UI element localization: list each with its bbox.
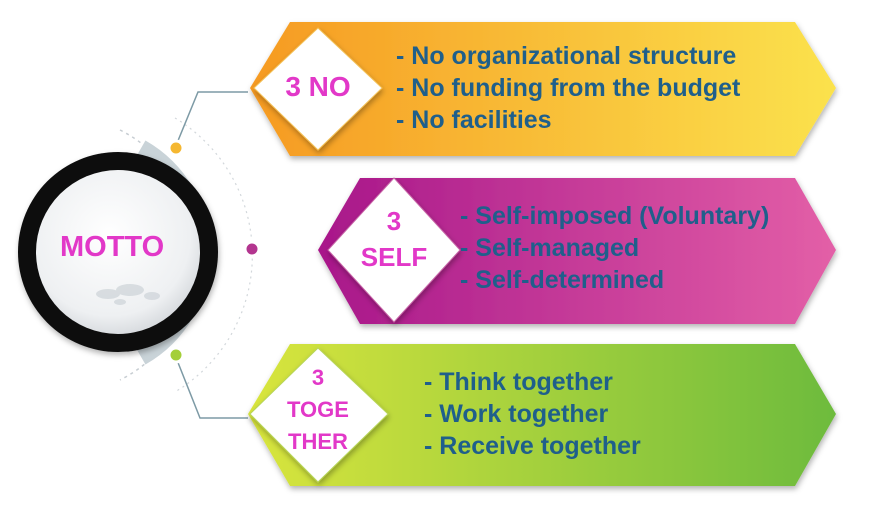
list-item: - No facilities [396,106,552,134]
banner-no [250,22,836,156]
diamond-together [249,347,389,483]
hub-disc [36,170,200,334]
list-no: - No organizational structure - No fundi… [396,40,740,136]
world-map-icon [96,284,160,305]
list-item: - Receive together [424,432,641,460]
badge-self: 3 SELF [344,203,444,275]
badge-together-line-2: TOGE [287,397,349,422]
diamond-self [327,177,461,323]
list-item: - No organizational structure [396,42,737,70]
connector-together [174,354,248,419]
list-self: - Self-imposed (Voluntary) - Self-manage… [460,200,769,296]
badge-self-line-2: SELF [360,242,428,272]
dot-together-icon [167,346,185,364]
dot-self-icon [243,240,261,258]
list-item: - Work together [424,400,609,428]
list-item: - No funding from the budget [396,74,741,102]
list-item: - Self-imposed (Voluntary) [460,202,770,230]
badge-together-line-3: THER [288,429,348,454]
hub-label: MOTTO [60,231,165,263]
connector-no [174,91,248,149]
badge-together: 3 TOGE THER [268,362,368,458]
badge-no: 3 NO [285,71,351,102]
list-item: - Self-determined [460,266,665,294]
list-together: - Think together - Work together - Recei… [424,366,641,462]
diamond-no [253,27,383,151]
dot-no-icon [167,139,185,157]
badge-self-line-1: 3 [386,206,402,236]
banner-together [248,344,836,486]
badge-together-line-1: 3 [311,365,325,390]
list-item: - Self-managed [460,234,640,262]
banner-self [318,178,836,324]
list-item: - Think together [424,368,613,396]
dotted-arc-2 [174,117,253,393]
